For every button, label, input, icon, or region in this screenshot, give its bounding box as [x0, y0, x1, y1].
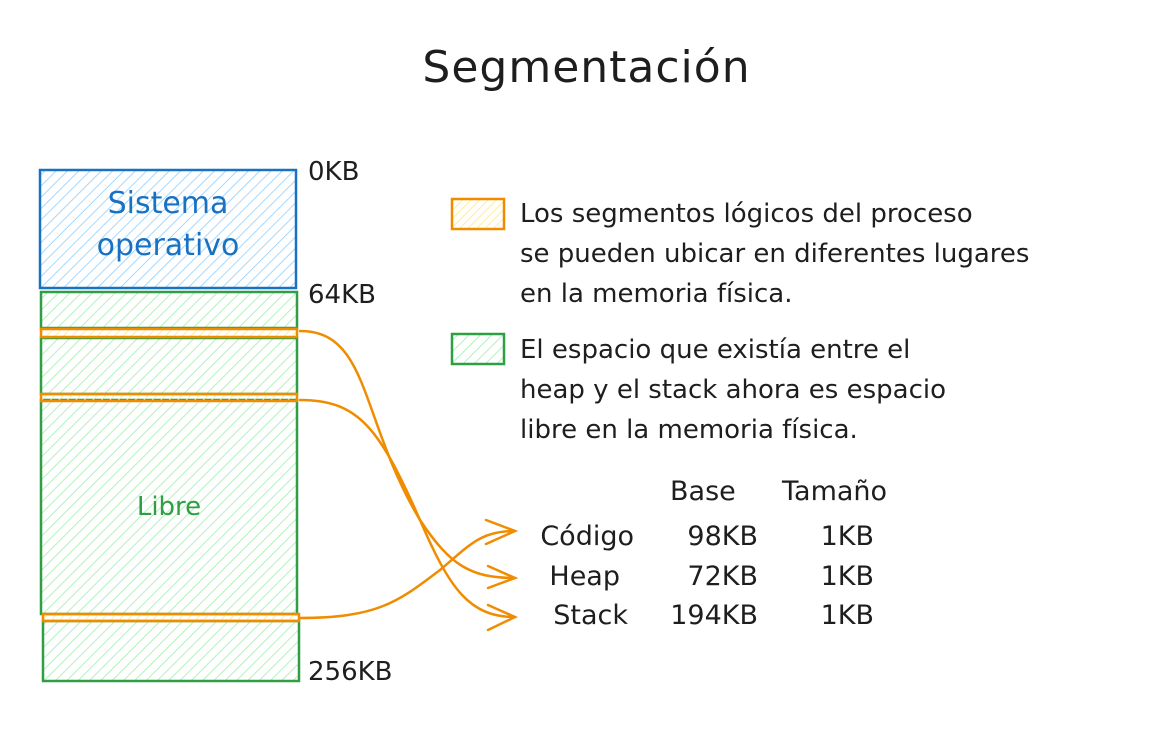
arrowhead-code [484, 518, 519, 546]
arrowhead-heap [486, 564, 519, 590]
arrow-stack-segment [298, 529, 517, 620]
os-label: Sistema operativo [40, 183, 296, 267]
address-0kb: 0KB [308, 157, 360, 187]
legend-swatch-free [450, 332, 506, 366]
table-row-name: Stack [553, 600, 628, 631]
table-row-name: Código [540, 521, 634, 552]
free-block-1 [39, 290, 299, 330]
legend-line: libre en la memoria física. [520, 415, 858, 445]
table-header-size: Tamaño [782, 476, 888, 507]
table-header-base: Base [670, 476, 736, 507]
segment-heap [39, 327, 299, 339]
segment-stack [41, 612, 301, 623]
legend-free-text: El espacio que existía entre el heap y e… [520, 330, 946, 450]
os-label-line2: operativo [96, 228, 240, 263]
table-row-size: 1KB [820, 521, 874, 552]
legend-line: heap y el stack ahora es espacio [520, 375, 947, 405]
table-row-base: 98KB [687, 521, 758, 552]
table-row-size: 1KB [820, 600, 874, 631]
table-row-base: 72KB [687, 561, 758, 592]
arrow-heap [298, 329, 517, 580]
free-block-main [39, 398, 299, 616]
legend-line: El espacio que existía entre el [520, 335, 911, 365]
legend-swatch-segments [450, 197, 506, 231]
address-64kb: 64KB [308, 280, 376, 310]
os-block [38, 168, 298, 290]
segment-code [39, 392, 299, 403]
free-block-bottom [41, 619, 301, 683]
legend-line: se pueden ubicar en diferentes lugares [520, 239, 1030, 269]
legend-line: Los segmentos lógicos del proceso [520, 199, 973, 229]
arrow-code-segment [298, 398, 517, 619]
table-row-name: Heap [549, 561, 620, 592]
table-row-size: 1KB [820, 561, 874, 592]
address-256kb: 256KB [308, 657, 393, 687]
diagram-title: Segmentación [422, 42, 751, 93]
legend-segments-text: Los segmentos lógicos del proceso se pue… [520, 194, 1029, 314]
os-label-line1: Sistema [107, 186, 229, 221]
free-block-2 [39, 336, 299, 396]
table-row-base: 194KB [670, 600, 758, 631]
legend-line: en la memoria física. [520, 279, 793, 309]
arrowhead-stack [486, 603, 518, 632]
free-label: Libre [136, 492, 202, 522]
